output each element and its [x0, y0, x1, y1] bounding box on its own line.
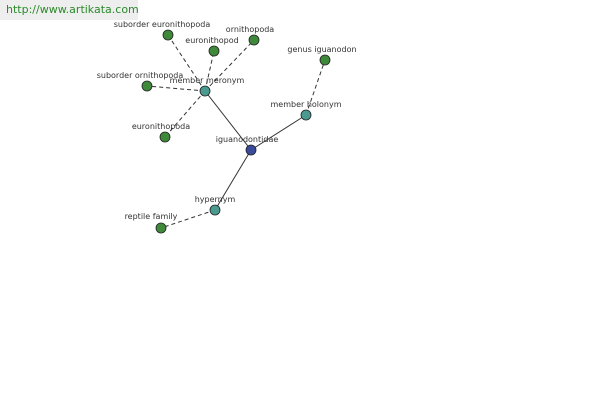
edges-layer [146, 34, 326, 229]
label-suborder-euronithopoda: suborder euronithopoda [114, 20, 211, 29]
edge-member-holonym-to-genus-iguanodon [305, 59, 326, 116]
node-genus-iguanodon[interactable] [319, 54, 331, 66]
watermark-link[interactable]: http://www.artikata.com [0, 0, 139, 20]
label-suborder-ornithopoda: suborder ornithopoda [97, 71, 184, 80]
label-member-holonym: member holonym [270, 100, 341, 109]
label-hypernym: hypernym [195, 195, 236, 204]
edge-iguanodontidae-to-hypernym [214, 149, 252, 211]
node-suborder-euronithopoda[interactable] [162, 29, 174, 41]
node-euronithopoda[interactable] [159, 131, 171, 143]
node-ornithopoda[interactable] [248, 34, 260, 46]
edge-iguanodontidae-to-member-holonym [250, 114, 307, 151]
edge-member-meronym-to-suborder-ornithopoda [146, 85, 206, 92]
node-iguanodontidae[interactable] [245, 144, 257, 156]
labels-layer: iguanodontidae member meronym member holon… [97, 20, 357, 221]
label-euronithopod: euronithopod [185, 36, 238, 45]
label-euronithopoda: euronithopoda [132, 122, 190, 131]
label-member-meronym: member meronym [170, 76, 245, 85]
node-reptile-family[interactable] [155, 222, 167, 234]
node-euronithopod[interactable] [208, 45, 220, 57]
nodes-layer [141, 29, 331, 234]
edge-iguanodontidae-to-member-meronym [204, 90, 252, 151]
label-iguanodontidae: iguanodontidae [216, 135, 279, 144]
edge-hypernym-to-reptile-family [160, 209, 216, 229]
label-genus-iguanodon: genus iguanodon [287, 45, 356, 54]
node-suborder-ornithopoda[interactable] [141, 80, 153, 92]
label-ornithopoda: ornithopoda [226, 25, 274, 34]
label-reptile-family: reptile family [125, 212, 178, 221]
edge-member-meronym-to-euronithopoda [164, 90, 206, 138]
node-member-meronym[interactable] [199, 85, 211, 97]
node-hypernym[interactable] [209, 204, 221, 216]
edge-member-meronym-to-euronithopod [204, 50, 215, 92]
node-member-holonym[interactable] [300, 109, 312, 121]
edge-member-meronym-to-ornithopoda [204, 39, 255, 92]
